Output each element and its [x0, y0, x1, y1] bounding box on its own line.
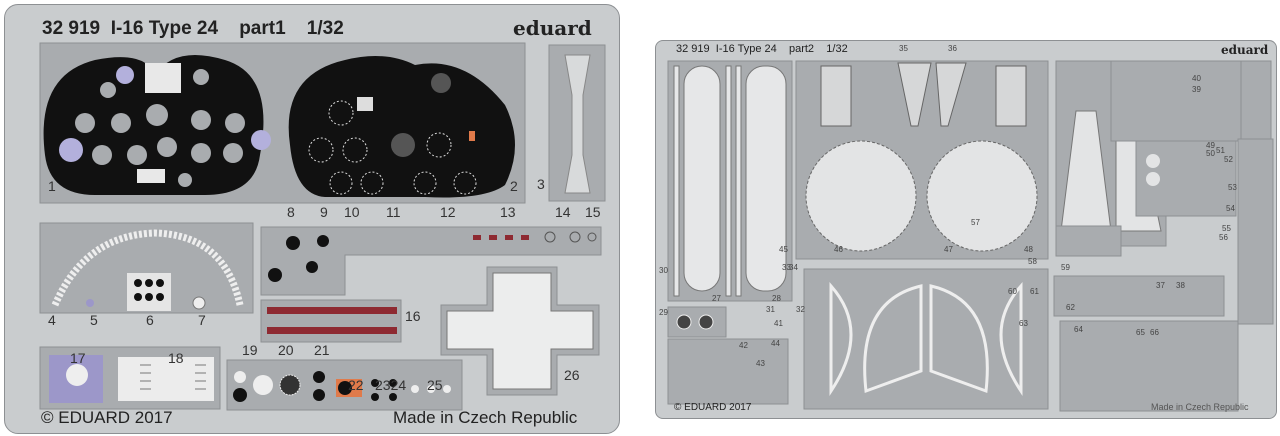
part-number-31: 31 [766, 305, 775, 314]
part-number-34: 34 [789, 263, 798, 272]
part-number-25: 25 [427, 377, 443, 393]
part-number-53: 53 [1228, 183, 1237, 192]
part-number-21: 21 [314, 342, 330, 358]
brand-logo: eduard [513, 16, 592, 40]
part-number-11: 11 [386, 204, 401, 220]
part-number-44: 44 [771, 339, 780, 348]
part-number-46: 46 [834, 245, 843, 254]
part-number-2324: 2324 [375, 377, 407, 393]
part-number-42: 42 [739, 341, 748, 350]
part-number-20: 20 [278, 342, 294, 358]
brand-logo: eduard [1221, 43, 1269, 57]
scale-label: 1/32 [826, 43, 848, 55]
copyright: © EDUARD 2017 [674, 402, 752, 413]
part-number-28: 28 [772, 294, 781, 303]
part-number-8: 8 [287, 204, 295, 220]
part-number-18: 18 [168, 350, 184, 366]
part-number-66: 66 [1150, 328, 1159, 337]
part-number-57: 57 [971, 218, 980, 227]
part-number-45: 45 [779, 245, 788, 254]
part-number-61: 61 [1030, 287, 1039, 296]
model-name: I-16 Type 24 [715, 43, 777, 55]
part-number-16: 16 [405, 308, 421, 324]
part-number-5: 5 [90, 312, 98, 328]
part-number-19: 19 [242, 342, 258, 358]
part-number-15: 15 [585, 204, 601, 220]
part-number-26: 26 [564, 367, 580, 383]
model-name: I-16 Type 24 [110, 18, 219, 39]
product-code: 32 919 [42, 18, 101, 39]
part-number-30: 30 [659, 266, 668, 275]
part-number-55: 55 [1222, 224, 1231, 233]
part-number-54: 54 [1226, 204, 1235, 213]
sheet1-parts-artwork [39, 42, 606, 411]
part-number-50: 50 [1206, 149, 1215, 158]
copyright: © EDUARD 2017 [41, 408, 173, 427]
part-number-37: 37 [1156, 281, 1165, 290]
part-number-7: 7 [198, 312, 206, 328]
part-number-33: 33 [782, 263, 791, 272]
part-label: part2 [788, 43, 815, 55]
part-number-13: 13 [500, 204, 516, 220]
part-number-3: 3 [537, 176, 545, 192]
part-number-39: 39 [1192, 85, 1201, 94]
sheet1-title: 32 919 I-16 Type 24 part1 1/32 [42, 18, 344, 40]
part-number-38: 38 [1176, 281, 1185, 290]
part-number-43: 43 [756, 359, 765, 368]
scale-label: 1/32 [306, 18, 344, 39]
photo-etch-sheet-part2: 32 919 I-16 Type 24 part2 1/32 eduard © … [655, 40, 1277, 419]
part-number-63: 63 [1019, 319, 1028, 328]
part-number-40: 40 [1192, 74, 1201, 83]
part-number-27: 27 [712, 294, 721, 303]
part-number-2: 2 [510, 178, 518, 194]
part-number-56: 56 [1219, 233, 1228, 242]
part-number-17: 17 [70, 350, 86, 366]
instrument-panel-2 [288, 56, 515, 198]
part-number-59: 59 [1061, 263, 1070, 272]
photo-etch-sheet-part1: 32 919 I-16 Type 24 part1 1/32 eduard © … [4, 4, 620, 434]
part-number-60: 60 [1008, 287, 1017, 296]
part-number-14: 14 [555, 204, 571, 220]
part-number-64: 64 [1074, 325, 1083, 334]
part-number-51: 51 [1216, 146, 1225, 155]
part-number-4: 4 [48, 312, 56, 328]
part-number-29: 29 [659, 308, 668, 317]
part-number-52: 52 [1224, 155, 1233, 164]
part-number-32: 32 [796, 305, 805, 314]
part-number-22: 22 [348, 377, 364, 393]
part-number-12: 12 [440, 204, 456, 220]
part-number-49: 49 [1206, 141, 1215, 150]
sheet2-title: 32 919 I-16 Type 24 part2 1/32 [676, 43, 848, 55]
part-number-41: 41 [774, 319, 783, 328]
part-number-62: 62 [1066, 303, 1075, 312]
part-number-48: 48 [1024, 245, 1033, 254]
part-number-6: 6 [146, 312, 154, 328]
part-label: part1 [239, 18, 286, 39]
part-number-35: 35 [899, 44, 908, 53]
part-number-58: 58 [1028, 257, 1037, 266]
part-number-10: 10 [344, 204, 360, 220]
part-number-9: 9 [320, 204, 328, 220]
part-number-65: 65 [1136, 328, 1145, 337]
sheet2-parts-artwork [667, 60, 1274, 412]
origin-label: Made in Czech Republic [1151, 402, 1249, 412]
part-number-36: 36 [948, 44, 957, 53]
part-number-1: 1 [48, 178, 56, 194]
part-number-47: 47 [944, 245, 953, 254]
origin-label: Made in Czech Republic [393, 408, 578, 427]
product-code: 32 919 [676, 43, 710, 55]
